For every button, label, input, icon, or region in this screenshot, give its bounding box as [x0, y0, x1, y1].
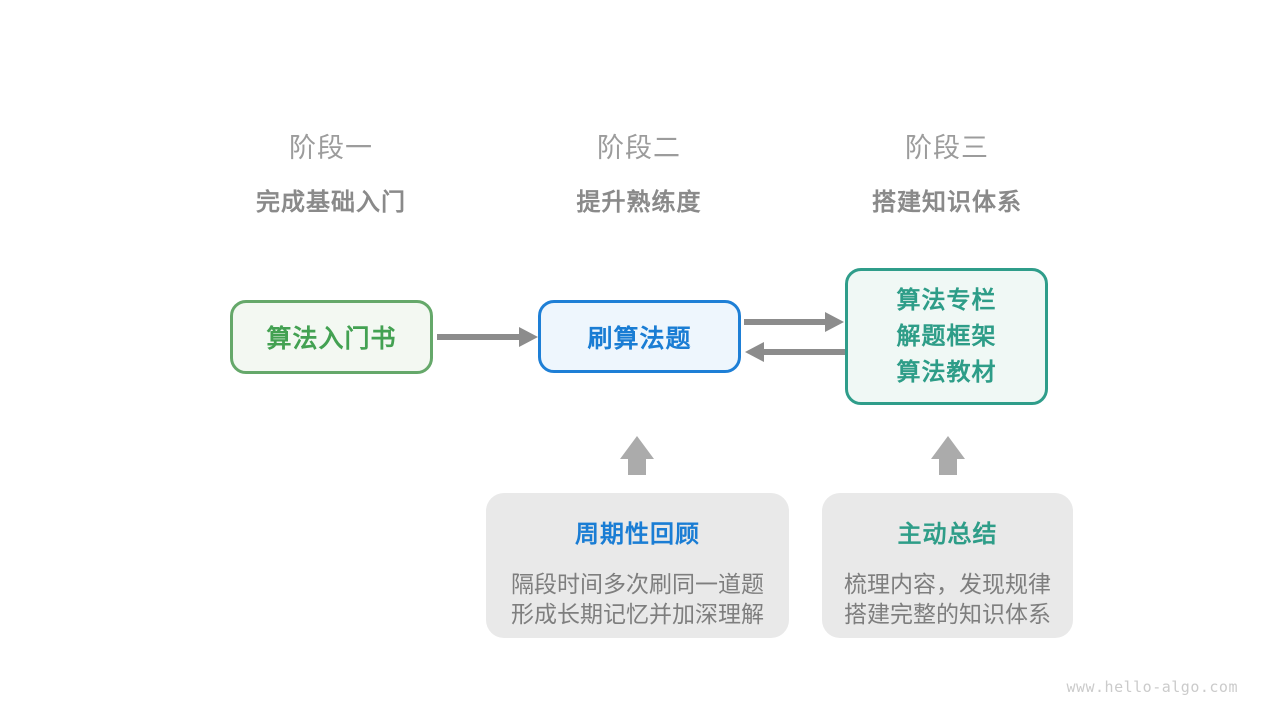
node-practice-problems-label: 刷算法题 — [587, 324, 692, 353]
stage-3-subtitle: 搭建知识体系 — [872, 189, 1022, 216]
note-periodic-review-body: 隔段时间多次刷同一道题 形成长期记忆并加深理解 — [486, 569, 789, 629]
node-practice-problems: 刷算法题 — [538, 300, 741, 373]
note-active-summary-line-2: 搭建完整的知识体系 — [844, 601, 1051, 627]
node-knowledge-resources: 算法专栏 解题框架 算法教材 — [845, 268, 1048, 405]
arrow-practice-to-knowledge — [744, 312, 844, 332]
note-active-summary: 主动总结 梳理内容，发现规律 搭建完整的知识体系 — [822, 493, 1073, 638]
note-active-summary-line-1: 梳理内容，发现规律 — [844, 571, 1051, 597]
stage-1-title: 阶段一 — [289, 133, 373, 163]
stage-2-title: 阶段二 — [597, 133, 681, 163]
node-knowledge-line-3: 算法教材 — [896, 358, 997, 386]
note-periodic-review-line-2: 形成长期记忆并加深理解 — [511, 601, 764, 627]
note-active-summary-title: 主动总结 — [897, 521, 998, 548]
node-knowledge-line-1: 算法专栏 — [896, 286, 997, 314]
stage-2-subtitle: 提升熟练度 — [576, 189, 702, 216]
node-beginner-book: 算法入门书 — [230, 300, 433, 374]
stage-1-subtitle: 完成基础入门 — [256, 189, 406, 216]
stage-header-3: 阶段三 搭建知识体系 — [872, 126, 1022, 217]
stage-header-2: 阶段二 提升熟练度 — [577, 126, 702, 217]
node-knowledge-line-2: 解题框架 — [896, 322, 997, 350]
node-beginner-book-label: 算法入门书 — [266, 325, 397, 353]
note-periodic-review: 周期性回顾 隔段时间多次刷同一道题 形成长期记忆并加深理解 — [486, 493, 789, 638]
up-arrow-summarize — [931, 436, 965, 475]
up-arrow-review — [620, 436, 654, 475]
note-active-summary-body: 梳理内容，发现规律 搭建完整的知识体系 — [822, 569, 1073, 629]
stage-header-1: 阶段一 完成基础入门 — [256, 126, 406, 217]
arrow-book-to-practice — [437, 327, 538, 347]
note-periodic-review-title: 周期性回顾 — [575, 521, 700, 548]
stage-3-title: 阶段三 — [905, 133, 989, 163]
note-periodic-review-line-1: 隔段时间多次刷同一道题 — [511, 571, 764, 597]
arrow-knowledge-to-practice — [745, 342, 845, 362]
site-watermark: www.hello-algo.com — [1066, 678, 1238, 696]
